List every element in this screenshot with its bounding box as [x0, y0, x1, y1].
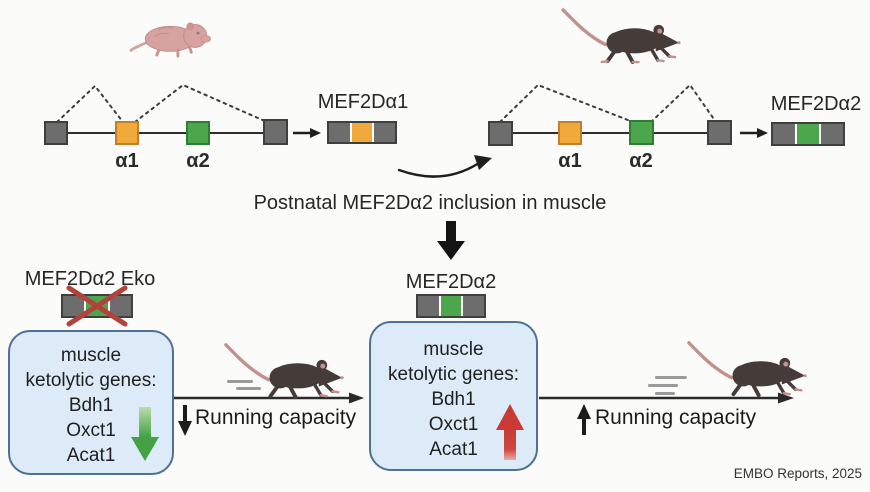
mef2da1-isoform-bar — [327, 121, 397, 144]
box-line: Acat1 — [66, 445, 116, 466]
box-line: muscle — [423, 339, 484, 360]
speed-line — [227, 380, 253, 383]
capacity-down-arrow-icon — [178, 405, 192, 436]
run-track-arrow-left — [174, 392, 364, 404]
isoform-segment-gray — [773, 124, 795, 144]
exon-box-alpha2 — [186, 121, 210, 145]
isoform-segment-alpha2 — [797, 124, 819, 144]
exon-box-alpha1 — [115, 121, 139, 145]
isoform-segment-gray — [374, 123, 396, 142]
eko-title: MEF2Dα2 Eko — [24, 268, 156, 290]
speed-line — [648, 384, 678, 387]
genes-down-arrow-icon — [131, 407, 159, 461]
capacity-label-right: Running capacity — [595, 406, 757, 429]
box-line: Bdh1 — [431, 389, 476, 410]
wt-title: MEF2Dα2 — [405, 271, 497, 293]
arrow-right-icon — [740, 128, 768, 138]
capacity-label-left: Running capacity — [195, 406, 357, 429]
exon-box-gray — [488, 121, 513, 146]
transition-swoosh-arrow — [397, 155, 492, 178]
exon-box-gray — [263, 119, 288, 145]
mef2da1-isoform-label: MEF2Dα1 — [317, 91, 409, 113]
run-track-arrow-right — [539, 392, 794, 404]
isoform-segment-gray — [329, 123, 350, 142]
splice-arc-include-a2 — [650, 83, 717, 123]
isoform-segment-alpha1 — [351, 123, 373, 142]
speed-line — [655, 392, 675, 395]
isoform-segment-gray — [109, 296, 131, 316]
adult-mouse-icon — [561, 8, 681, 64]
alpha1-exon-label: α1 — [115, 150, 139, 172]
ketolytic-genes-box-left: muscle ketolytic genes: Bdh1 Oxct1 Acat1 — [8, 330, 174, 475]
newborn-mouse-icon — [129, 22, 211, 58]
knockout-cross-icon — [66, 285, 128, 327]
box-line: Acat1 — [429, 439, 478, 460]
exon-box-gray — [707, 120, 732, 145]
genes-up-arrow-icon — [496, 404, 524, 460]
alpha2-exon-label: α2 — [629, 150, 653, 172]
isoform-segment-gray — [821, 124, 843, 144]
splice-arc-skip-a1 — [499, 83, 634, 123]
speed-line — [236, 387, 261, 390]
isoform-segment-gray — [463, 296, 485, 316]
alpha2-exon-label: α2 — [186, 150, 210, 172]
speed-line — [655, 376, 687, 379]
mef2da2-isoform-label: MEF2Dα2 — [770, 93, 862, 115]
big-down-arrow-icon — [437, 221, 465, 260]
box-line: Bdh1 — [68, 395, 114, 416]
arrow-right-icon — [293, 128, 321, 138]
exon-box-alpha1 — [558, 121, 582, 145]
running-mouse-left-icon — [224, 343, 344, 400]
exon-box-gray — [44, 121, 68, 145]
neonatal-gene-diagram — [44, 83, 288, 145]
box-line: Oxct1 — [428, 414, 479, 435]
box-line: ketolytic genes: — [25, 370, 157, 391]
splice-arc-skip-a2 — [134, 83, 268, 123]
box-line: Oxct1 — [66, 420, 116, 441]
postnatal-caption: Postnatal MEF2Dα2 inclusion in muscle — [253, 192, 607, 214]
isoform-segment-alpha2 — [440, 296, 462, 316]
splice-arc-include-a1 — [56, 84, 124, 123]
box-line: muscle — [60, 345, 122, 366]
capacity-up-arrow-icon — [577, 404, 591, 435]
exon-box-alpha2 — [629, 120, 654, 145]
alpha1-exon-label: α1 — [558, 150, 582, 172]
adult-gene-diagram — [488, 83, 732, 146]
mef2da2-isoform-bar — [771, 122, 845, 146]
wt-isoform-bar — [416, 294, 486, 318]
box-line: ketolytic genes: — [388, 364, 519, 385]
isoform-segment-gray — [63, 296, 85, 316]
running-mouse-right-icon — [687, 341, 807, 398]
journal-credit: EMBO Reports, 2025 — [733, 466, 862, 481]
isoform-segment-gray — [418, 296, 439, 316]
